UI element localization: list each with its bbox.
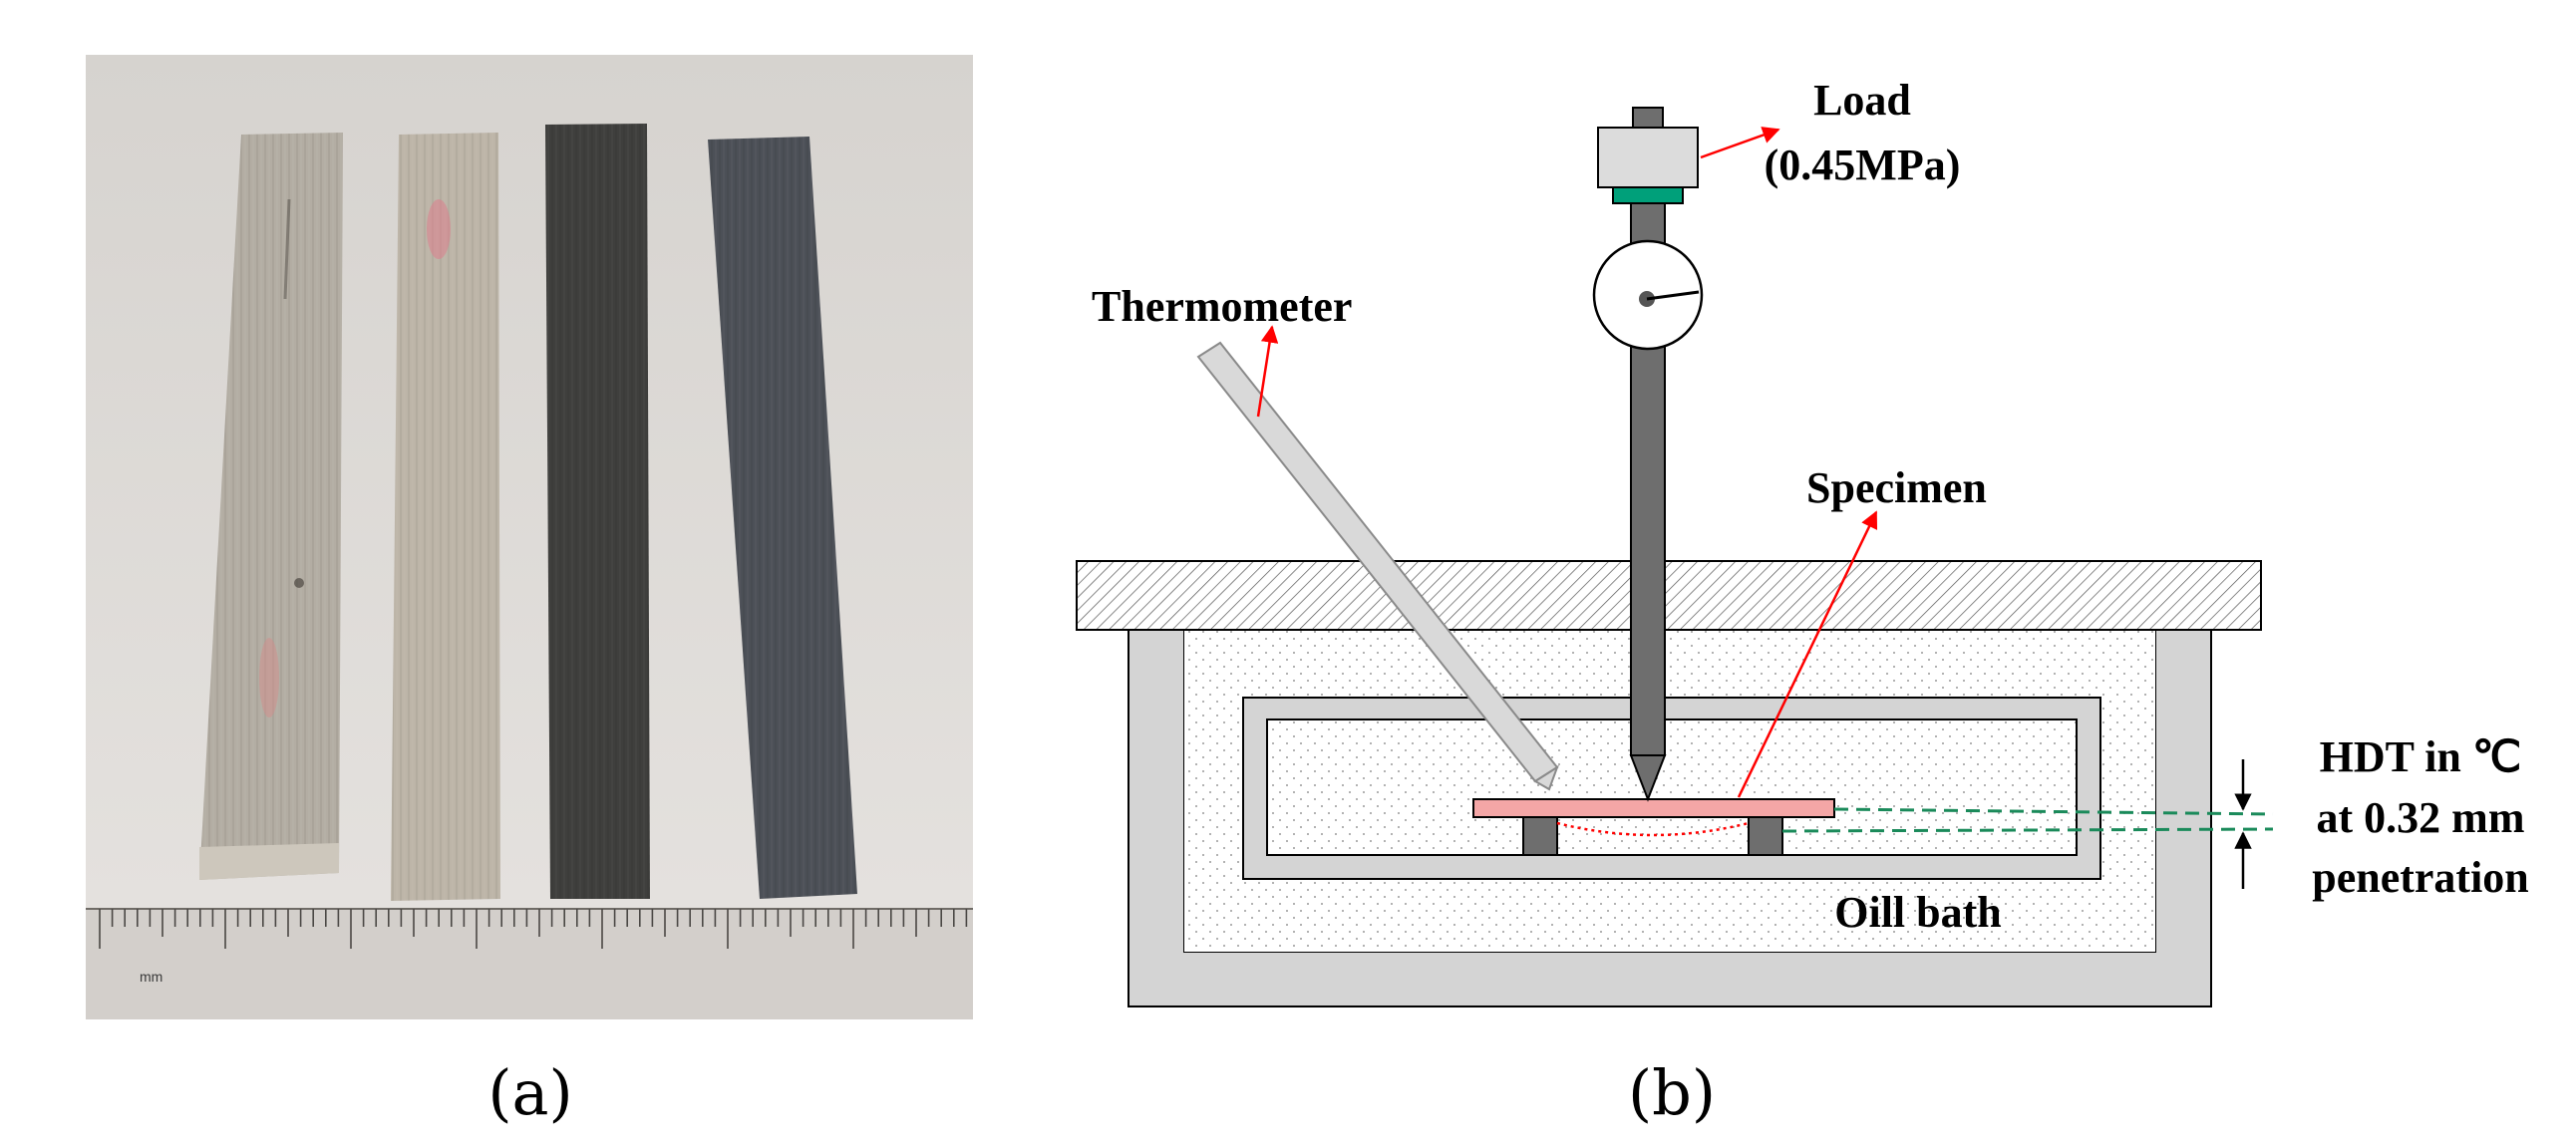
- caption-b: (b): [1628, 1056, 1716, 1129]
- inner-frame: [1242, 697, 2101, 880]
- specimen-strip-1: [199, 133, 343, 880]
- load-value: (0.45MPa): [1765, 141, 1961, 189]
- penetration-line-top: [1833, 807, 2274, 816]
- specimen-bar: [1472, 798, 1835, 818]
- rod-top: [1632, 107, 1664, 131]
- penetration-line-bottom: [1781, 827, 2274, 833]
- specimen-arrow: [1737, 510, 1878, 798]
- panel-b-diagram: Load (0.45MPa) Thermometer Specimen HDT …: [1076, 76, 2529, 1129]
- top-cover: [1076, 560, 2262, 631]
- specimen-strip-2: [391, 133, 500, 901]
- load-arrow: [1700, 127, 1780, 159]
- hdt-label-line2: at 0.32 mm: [2317, 793, 2525, 842]
- support-right: [1748, 816, 1783, 856]
- thermometer-icon: [1196, 341, 1559, 791]
- specimen-strip-3: [545, 124, 650, 899]
- dial-gauge-icon: [1592, 239, 1704, 351]
- support-left: [1522, 816, 1558, 856]
- deflection-curve: [1556, 821, 1750, 837]
- load-label: Load: [1813, 76, 1911, 125]
- ruler-unit-label: mm: [140, 969, 162, 985]
- ruler: mm: [86, 908, 973, 1019]
- load-green-band: [1612, 186, 1684, 204]
- panel-a-photo: mm (a): [86, 55, 973, 1129]
- thermometer-arrow: [1256, 325, 1279, 418]
- specimen-strip-4: [708, 137, 857, 899]
- hdt-label-line3: penetration: [2312, 853, 2529, 902]
- thermometer-label: Thermometer: [1092, 282, 1352, 331]
- load-weight: [1597, 127, 1699, 188]
- oil-bath-label: Oill bath: [1834, 888, 2002, 937]
- loading-nose: [1629, 754, 1667, 802]
- caption-a: (a): [487, 1056, 572, 1129]
- oil-bath: [1184, 630, 2155, 952]
- hdt-label-line1: HDT in ℃: [2320, 732, 2522, 781]
- specimen-label: Specimen: [1806, 463, 1987, 512]
